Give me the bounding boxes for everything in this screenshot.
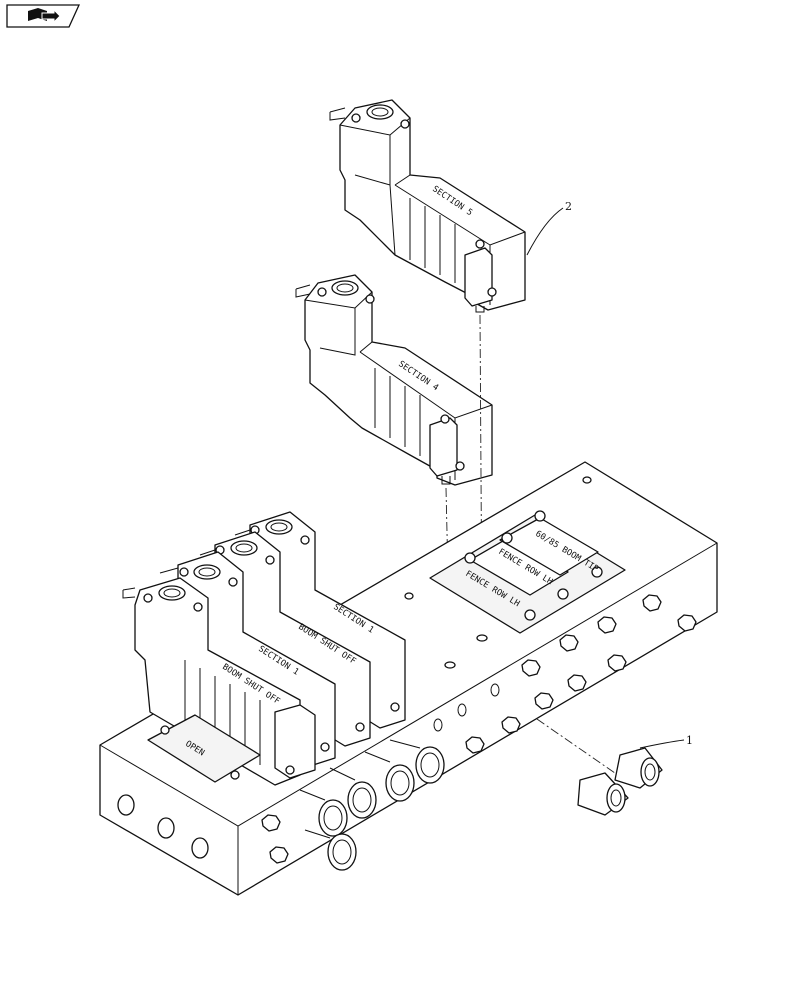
nav-button[interactable] xyxy=(6,4,81,28)
book-arrow-icon xyxy=(28,8,61,24)
callout-1: 1 xyxy=(686,734,693,747)
label-plate: 60/85 BOOM TIP FENCE ROW LH FENCE ROW LH xyxy=(429,510,626,634)
leader-line xyxy=(526,207,564,256)
hex-plug xyxy=(261,594,697,864)
alignment-line xyxy=(494,689,626,781)
valve-section-4: SECTION 4 xyxy=(295,274,493,486)
callout-2: 2 xyxy=(565,200,572,213)
valve-stack: BOOM SHUT OFF SECTION 1 BOOM SHUT OFF SE… xyxy=(122,511,406,786)
quick-coupler xyxy=(299,739,445,871)
fitting-item-1 xyxy=(577,747,663,816)
valve-section-5: SECTION 5 xyxy=(329,99,526,313)
alignment-line xyxy=(479,314,483,636)
leader-line xyxy=(639,739,685,749)
